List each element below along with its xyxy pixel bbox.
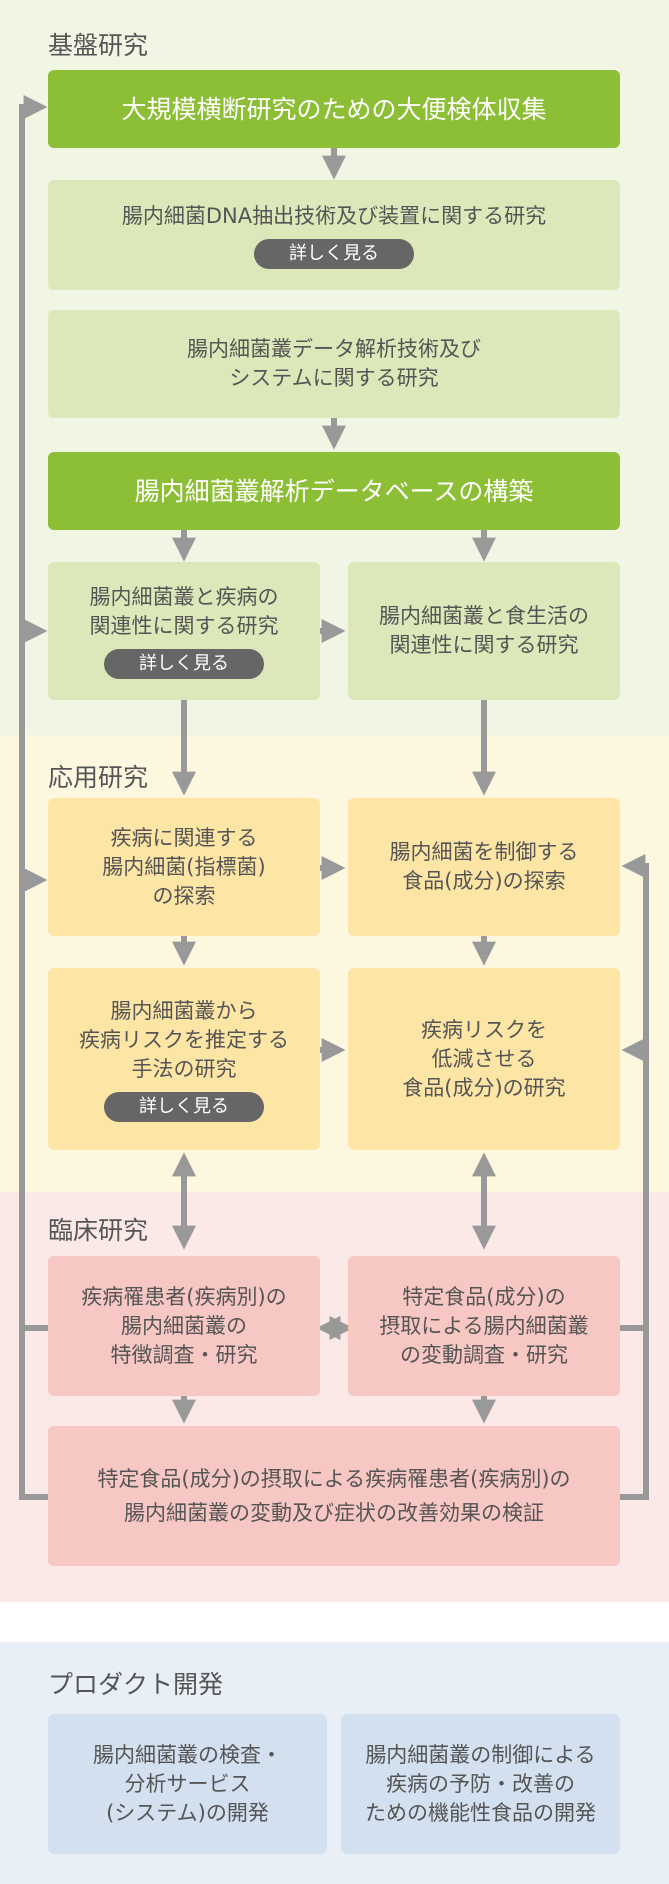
product-development-title: プロダクト開発	[48, 1670, 224, 1699]
box-label-line-2: 摂取による腸内細菌叢	[379, 1313, 589, 1338]
box-label-line-2: 腸内細菌(指標菌)	[102, 854, 266, 879]
clinical-research-title: 臨床研究	[48, 1216, 149, 1245]
box-label-line-3: 特徴調査・研究	[110, 1342, 258, 1367]
box-label-line-2: 食品(成分)の探索	[402, 869, 566, 893]
box-label-line-1: 腸内細菌叢と食生活の	[379, 604, 589, 628]
see-more-button[interactable]: 詳しく見る	[104, 1091, 264, 1122]
patient-characteristics-study-box: 疾病罹患者(疾病別)の 腸内細菌叢の 特徴調査・研究	[48, 1256, 320, 1396]
box-label-line-1: 腸内細菌叢の制御による	[365, 1742, 596, 1767]
see-more-button[interactable]: 詳しく見る	[104, 649, 264, 679]
food-intake-variation-study-box: 特定食品(成分)の 摂取による腸内細菌叢 の変動調査・研究	[348, 1256, 620, 1396]
box-label-line-3: 食品(成分)の研究	[402, 1075, 566, 1100]
indicator-bacteria-search-box: 疾病に関連する 腸内細菌(指標菌) の探索	[48, 798, 320, 936]
box-label-line-1: 特定食品(成分)の	[402, 1284, 566, 1309]
box-label-line-2: 低減させる	[431, 1046, 537, 1071]
dna-extraction-research-box: 腸内細菌DNA抽出技術及び装置に関する研究 詳しく見る	[48, 180, 620, 290]
box-label-line-1: 疾病に関連する	[110, 825, 258, 850]
box-label-line-1: 疾病罹患者(疾病別)の	[81, 1284, 287, 1309]
see-more-button[interactable]: 詳しく見る	[254, 238, 414, 269]
box-label-line-2: 分析サービス	[124, 1771, 251, 1796]
box-label-line-1: 特定食品(成分)の摂取による疾病罹患者(疾病別)の	[97, 1467, 571, 1491]
improvement-effect-verification-box: 特定食品(成分)の摂取による疾病罹患者(疾病別)の 腸内細菌叢の変動及び症状の改…	[48, 1426, 620, 1566]
stool-sample-collection-box: 大規模横断研究のための大便検体収集	[48, 70, 620, 148]
database-construction-box: 腸内細菌叢解析データベースの構築	[48, 452, 620, 530]
box-label-line-3: 手法の研究	[131, 1056, 237, 1081]
box-label-line-1: 腸内細菌叢から	[110, 998, 258, 1023]
box-label-line-3: ための機能性食品の開発	[365, 1800, 596, 1825]
applied-research-title: 応用研究	[48, 763, 149, 792]
box-label-line-2: 関連性に関する研究	[389, 633, 579, 657]
box-label-line-3: (システム)の開発	[106, 1800, 269, 1825]
testing-service-development-box: 腸内細菌叢の検査・ 分析サービス (システム)の開発	[48, 1714, 327, 1854]
risk-reducing-food-research-box: 疾病リスクを 低減させる 食品(成分)の研究	[348, 968, 620, 1150]
box-label-line-2: 腸内細菌叢の	[121, 1313, 247, 1338]
box-label-line-2: システムに関する研究	[229, 366, 439, 390]
box-label-line-3: の探索	[152, 883, 216, 908]
box-label-line-2: 疾病リスクを推定する	[79, 1027, 289, 1052]
box-label: 大規模横断研究のための大便検体収集	[121, 94, 547, 124]
box-label-line-2: 疾病の予防・改善の	[386, 1771, 575, 1796]
data-analysis-research-box: 腸内細菌叢データ解析技術及び システムに関する研究	[48, 310, 620, 418]
box-label-line-1: 疾病リスクを	[421, 1017, 547, 1042]
box-label-line-1: 腸内細菌叢と疾病の	[89, 585, 279, 609]
box-label-line-1: 腸内細菌叢の検査・	[93, 1742, 282, 1767]
diet-relation-research-box: 腸内細菌叢と食生活の 関連性に関する研究	[348, 562, 620, 700]
functional-food-development-box: 腸内細菌叢の制御による 疾病の予防・改善の ための機能性食品の開発	[341, 1714, 620, 1854]
basic-research-title: 基盤研究	[48, 31, 149, 60]
box-label-line-2: 腸内細菌叢の変動及び症状の改善効果の検証	[124, 1501, 544, 1525]
disease-risk-estimation-box: 腸内細菌叢から 疾病リスクを推定する 手法の研究 詳しく見る	[48, 968, 320, 1150]
box-label: 腸内細菌DNA抽出技術及び装置に関する研究	[121, 203, 547, 228]
box-label: 腸内細菌叢解析データベースの構築	[134, 476, 534, 506]
bacteria-control-food-search-box: 腸内細菌を制御する 食品(成分)の探索	[348, 798, 620, 936]
box-label-line-1: 腸内細菌叢データ解析技術及び	[187, 337, 481, 361]
disease-relation-research-box: 腸内細菌叢と疾病の 関連性に関する研究 詳しく見る	[48, 562, 320, 700]
box-label-line-1: 腸内細菌を制御する	[389, 840, 579, 864]
box-label-line-3: の変動調査・研究	[400, 1342, 568, 1367]
box-label-line-2: 関連性に関する研究	[89, 614, 279, 638]
